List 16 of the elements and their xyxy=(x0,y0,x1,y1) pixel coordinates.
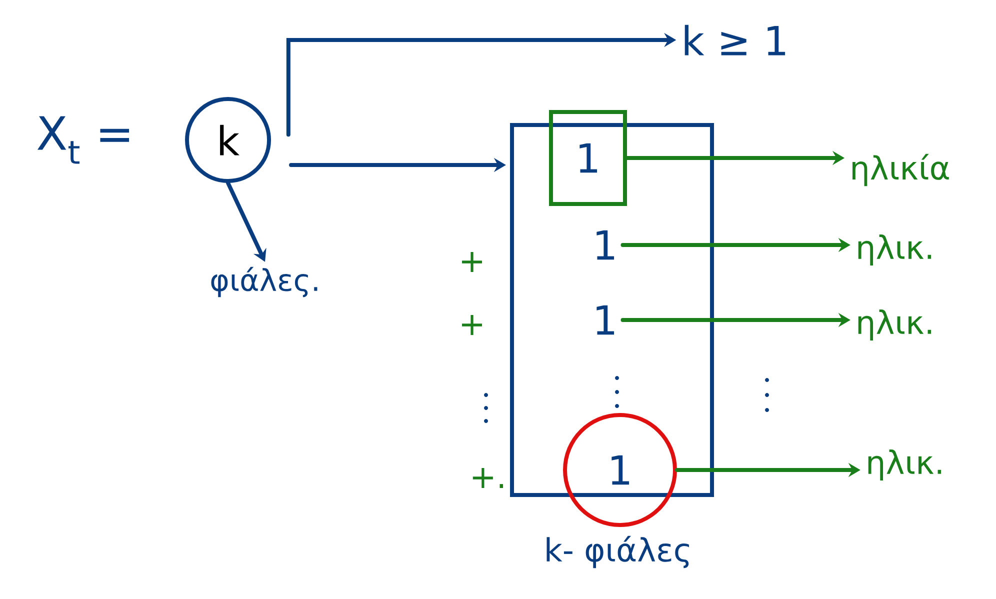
bracket-box xyxy=(510,123,714,497)
handwritten-text: φιάλες. xyxy=(211,266,318,298)
circled-letter: k xyxy=(185,97,271,183)
handwritten-text: X$_{t}$ = xyxy=(37,116,130,164)
handwritten-text: ηλικ. xyxy=(858,234,932,266)
handwritten-text: ηλικ. xyxy=(868,450,942,480)
handwritten-text: ηλικία xyxy=(852,154,949,186)
plus-sign: +. xyxy=(472,468,504,488)
plus-sign: + xyxy=(462,314,482,336)
handwritten-text: ηλικ. xyxy=(858,310,932,340)
handwritten-text: k ≥ 1 xyxy=(684,24,786,56)
plus-sign: + xyxy=(462,252,482,272)
boxed-number: 1 xyxy=(549,110,627,206)
handwritten-text: 1 xyxy=(596,305,614,335)
handwritten-text: 1 xyxy=(596,230,614,260)
circled-number: 1 xyxy=(563,413,677,527)
